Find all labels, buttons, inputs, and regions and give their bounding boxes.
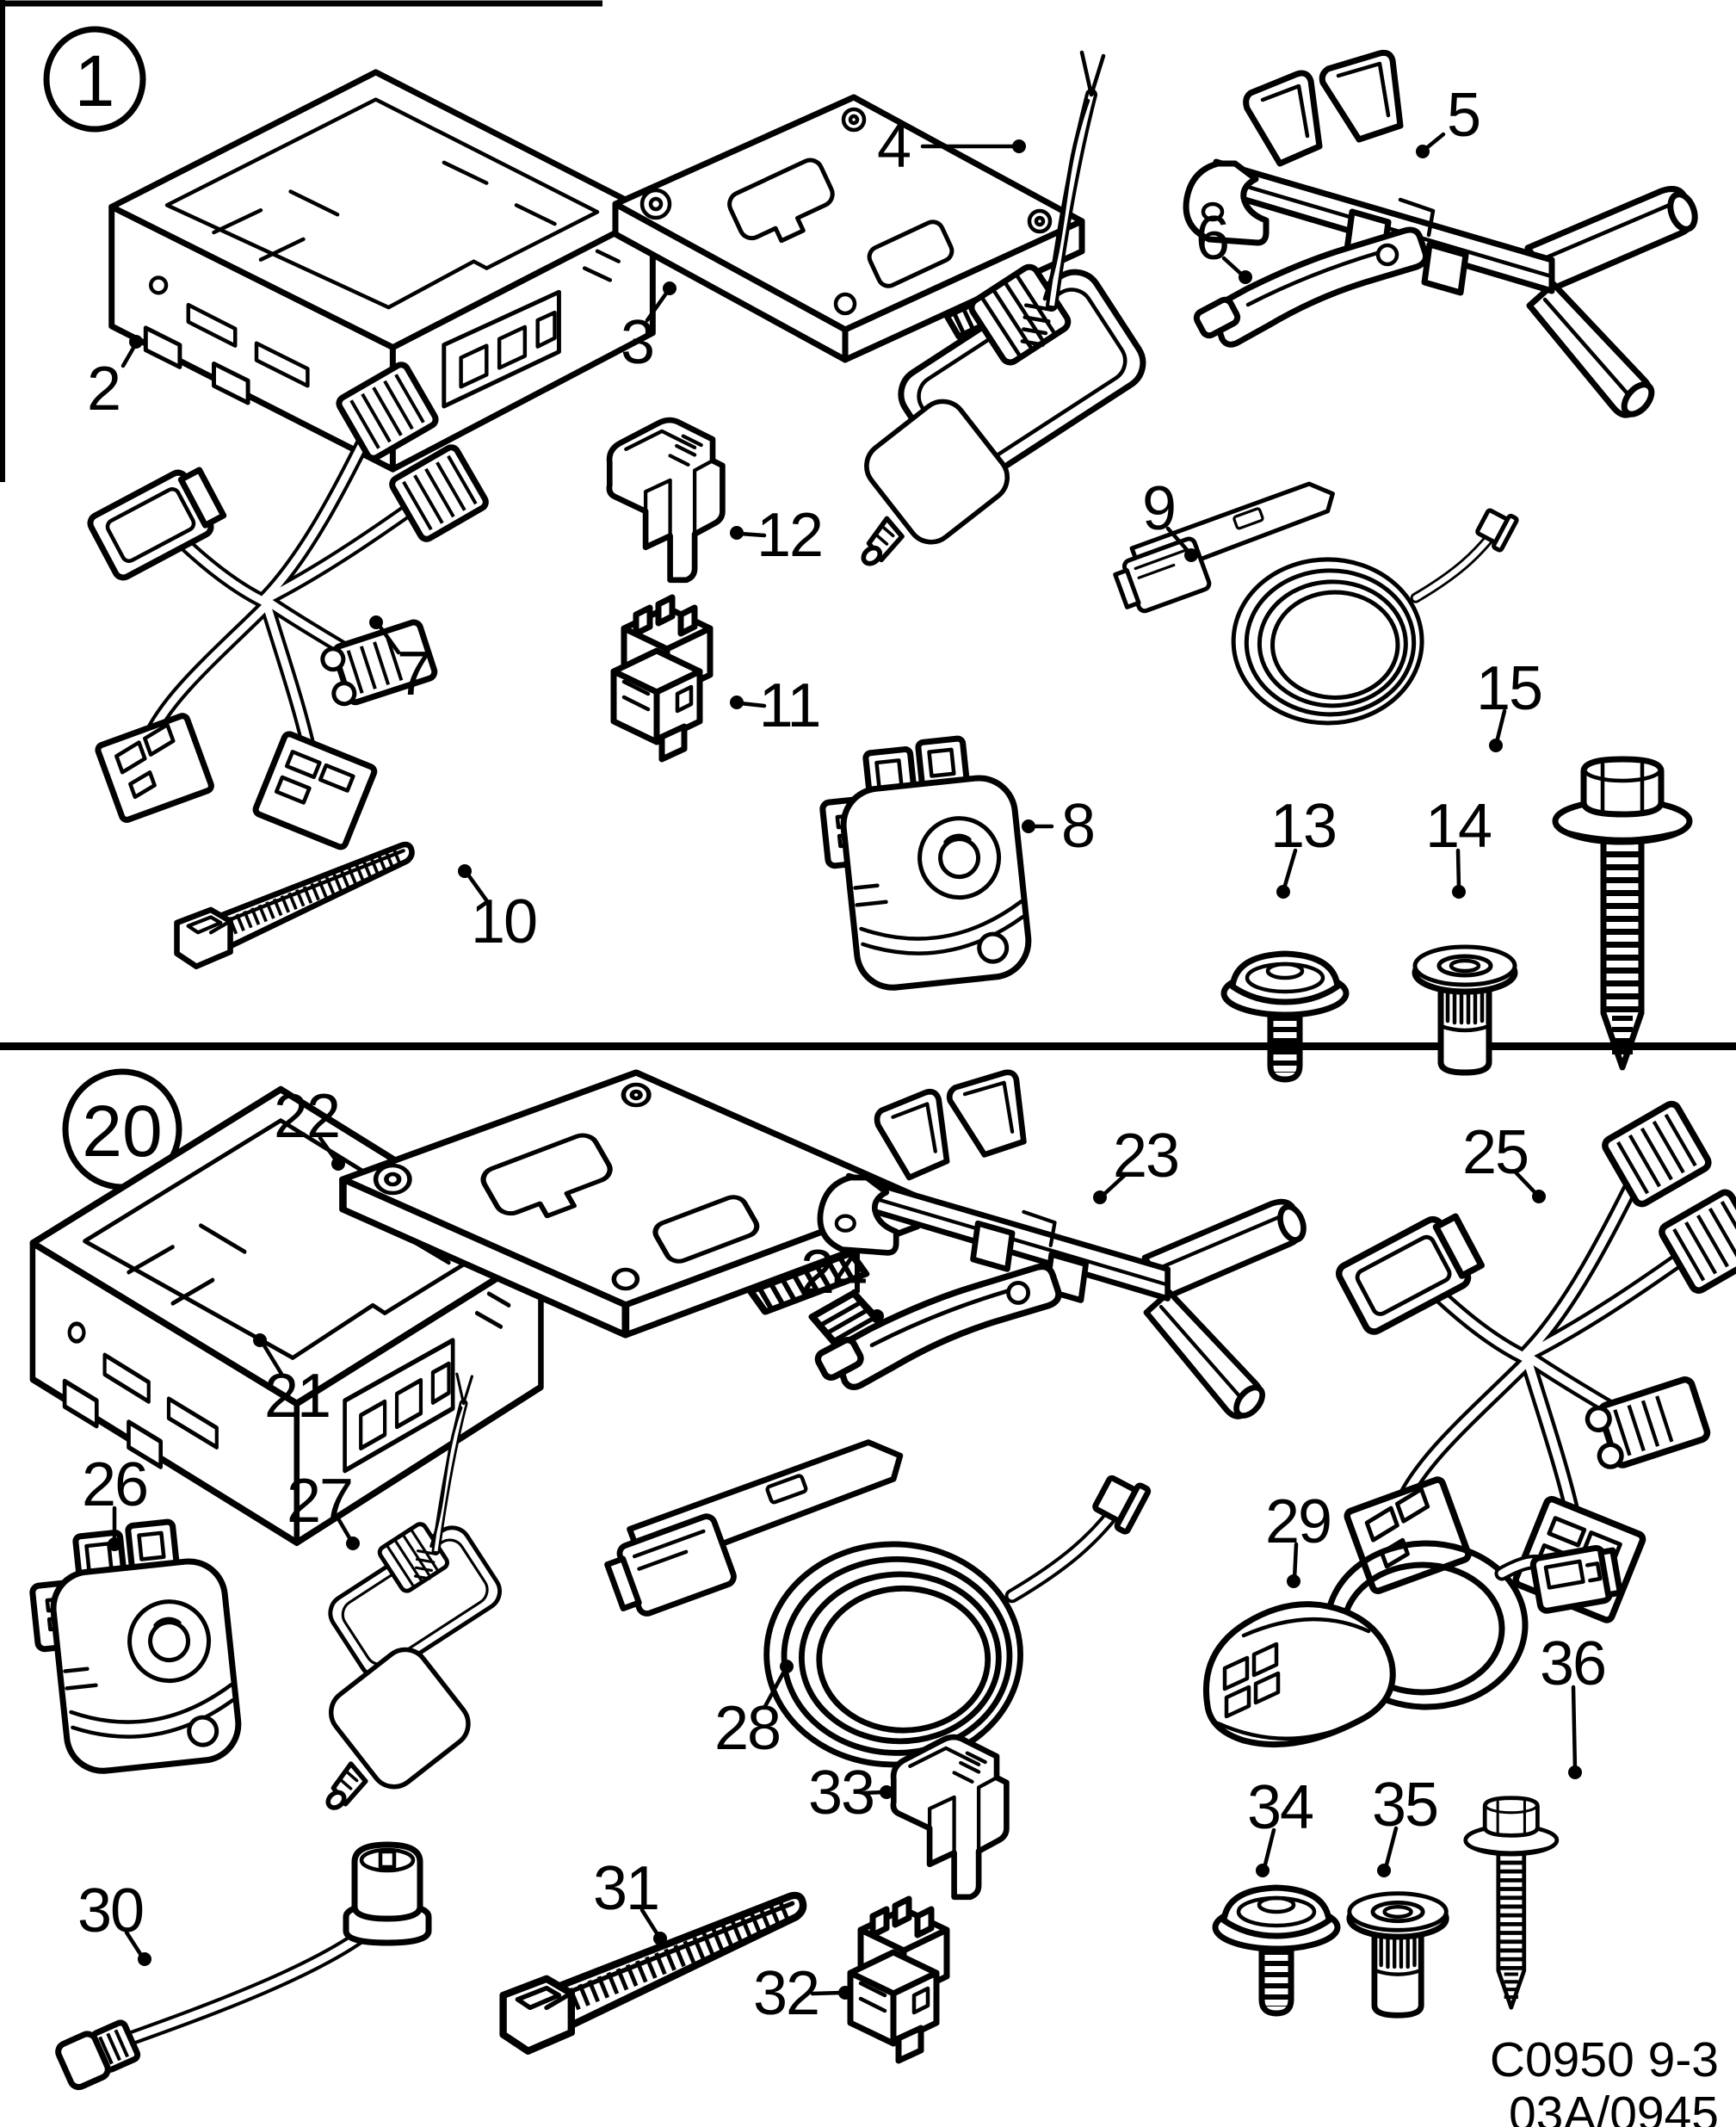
callout-22: 22 — [273, 1082, 341, 1151]
callout-24: 24 — [800, 1238, 868, 1307]
callout-10: 10 — [470, 887, 538, 956]
callout-2: 2 — [86, 355, 121, 424]
figure-code-line1: C0950 9-3 — [1489, 2032, 1719, 2087]
part-34-screw — [1215, 1888, 1338, 2013]
callout-25: 25 — [1461, 1118, 1529, 1187]
section-1-badge: 1 — [74, 40, 115, 121]
callout-3: 3 — [620, 308, 655, 377]
part-15-flange-bolt — [1555, 758, 1690, 1067]
section-20-badge: 20 — [82, 1091, 163, 1172]
callout-30: 30 — [77, 1877, 145, 1945]
callout-11: 11 — [758, 671, 822, 740]
callout-27: 27 — [286, 1467, 354, 1536]
part-13-screw — [1224, 954, 1346, 1079]
section-divider — [0, 1042, 1736, 1050]
callout-32: 32 — [752, 1959, 820, 2028]
callout-26: 26 — [81, 1450, 149, 1519]
callout-9: 9 — [1141, 474, 1177, 543]
callout-13: 13 — [1270, 792, 1338, 861]
scan-edge-artifact — [0, 0, 602, 482]
callout-36: 36 — [1539, 1629, 1607, 1698]
callout-8: 8 — [1060, 792, 1096, 861]
part-36-flange-bolt — [1466, 1797, 1557, 2007]
part-35-rivet-nut — [1350, 1894, 1447, 2016]
callout-15: 15 — [1475, 654, 1543, 723]
figure-code: C0950 9-3 03A/0945 — [1490, 2033, 1719, 2127]
section-1-badge-circle — [43, 26, 146, 133]
part-25-wiring-harness — [1336, 1101, 1736, 1621]
part-11-connector-block — [614, 597, 710, 759]
part-28-antenna-cable — [603, 1443, 1149, 1765]
callout-4: 4 — [876, 112, 911, 181]
callout-28: 28 — [714, 1694, 782, 1763]
patch-antenna-lower — [322, 1641, 478, 1811]
part-12-clip — [609, 420, 722, 580]
callout-34: 34 — [1246, 1773, 1314, 1842]
part-14-rivet-nut — [1415, 947, 1515, 1073]
callout-29: 29 — [1264, 1487, 1332, 1556]
callout-6: 6 — [1195, 204, 1230, 273]
part-10-cable-tie — [177, 844, 412, 967]
callout-12: 12 — [756, 501, 824, 570]
figure-code-line2: 03A/0945 — [1508, 2087, 1719, 2127]
callout-31: 31 — [592, 1854, 660, 1923]
callout-5: 5 — [1446, 81, 1481, 150]
part-5-mounting-bracket — [1186, 53, 1699, 419]
part-32-connector-block — [850, 1899, 947, 2061]
part-26-telematics-module — [27, 1517, 242, 1777]
callout-leaders — [108, 132, 1582, 2000]
callout-33: 33 — [807, 1759, 875, 1827]
part-6-small-bracket — [1195, 230, 1426, 344]
part-33-clip — [893, 1737, 1006, 1897]
callout-23: 23 — [1112, 1122, 1180, 1190]
callout-14: 14 — [1424, 792, 1492, 861]
callout-21: 21 — [263, 1362, 331, 1431]
callout-7: 7 — [396, 640, 431, 708]
callout-35: 35 — [1371, 1771, 1439, 1839]
part-8-telematics-module — [817, 733, 1032, 993]
